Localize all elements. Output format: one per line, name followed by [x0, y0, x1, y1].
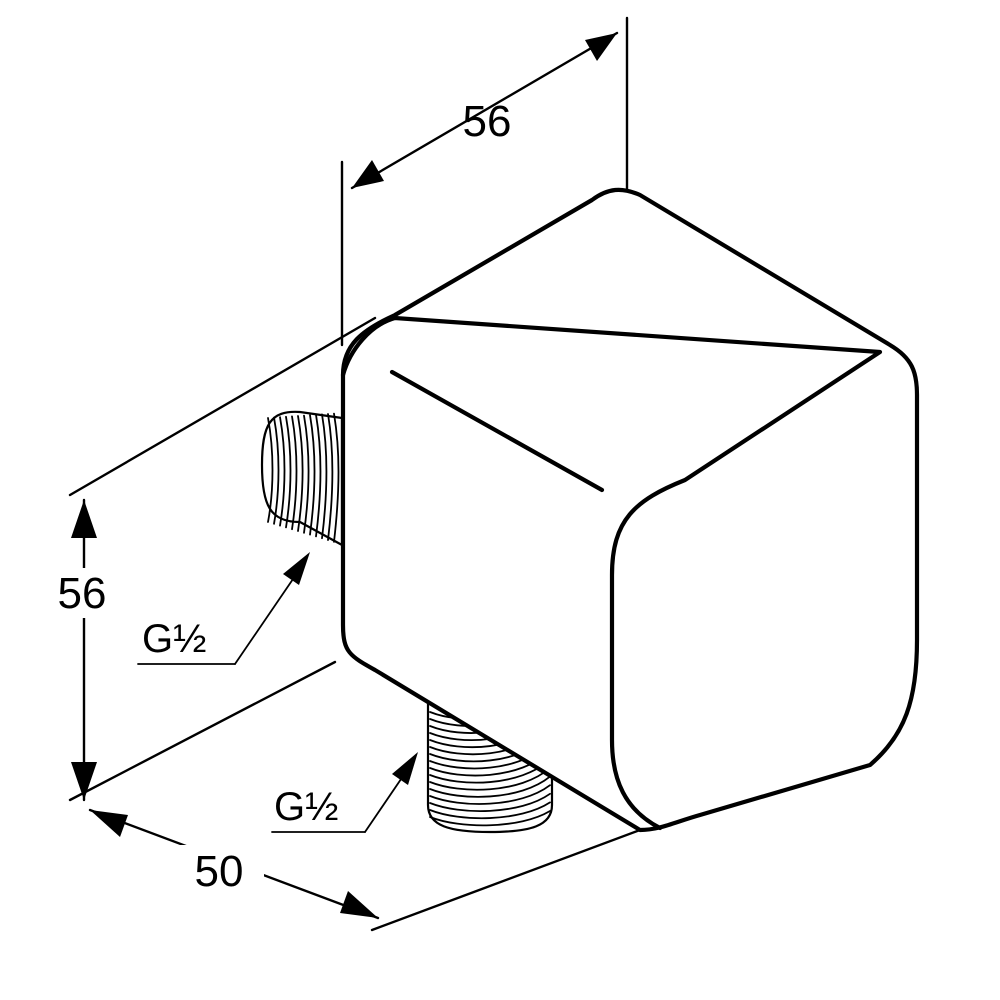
- thread-ridge: [321, 413, 328, 540]
- dimension-depth-label: 50: [195, 847, 244, 896]
- thread-ridge: [327, 413, 334, 541]
- callout-side-outlet-label: G½: [142, 617, 206, 661]
- side-threaded-outlet: [260, 410, 344, 547]
- thread-ridge: [297, 415, 304, 532]
- arrow-head: [352, 160, 384, 188]
- thread-ridge: [333, 412, 340, 543]
- extension-lines: [68, 16, 642, 932]
- callout-side-outlet: G½: [137, 552, 310, 665]
- thread-ridge: [273, 416, 280, 525]
- thread-ridge: [267, 417, 274, 523]
- arrow-head: [71, 762, 97, 800]
- callout-bottom-outlet-label: G½: [274, 785, 338, 829]
- thread-ridge: [429, 784, 551, 805]
- dimension-height: 56: [50, 498, 118, 802]
- thread-ridge: [315, 413, 322, 538]
- dimension-depth: 50: [88, 808, 380, 920]
- arrow-head: [71, 500, 97, 538]
- cube-top-line: [389, 369, 605, 493]
- arrow-head: [585, 33, 617, 61]
- thread-ridge: [279, 416, 286, 527]
- thread-ridge: [429, 801, 551, 820]
- thread-ridge: [429, 775, 551, 798]
- thread-ridge: [429, 810, 551, 827]
- dimension-height-label: 56: [58, 569, 107, 618]
- thread-ridge: [291, 415, 298, 531]
- thread-ridge: [429, 767, 551, 791]
- callout-bottom-outlet: G½: [271, 752, 418, 833]
- arrow-head: [283, 552, 310, 585]
- arrow-head: [392, 752, 418, 785]
- thread-ridge: [429, 792, 551, 812]
- thread-ridge: [303, 414, 310, 534]
- arrow-head: [90, 810, 128, 837]
- dimension-top-width-label: 56: [463, 97, 512, 146]
- arrow-head: [340, 891, 378, 918]
- thread-ridge: [309, 414, 316, 536]
- cube-front-face-edge: [340, 315, 883, 831]
- wall-outlet-cube: [340, 187, 920, 833]
- dimension-top-width: 56: [350, 31, 619, 190]
- thread-ridge: [285, 415, 292, 529]
